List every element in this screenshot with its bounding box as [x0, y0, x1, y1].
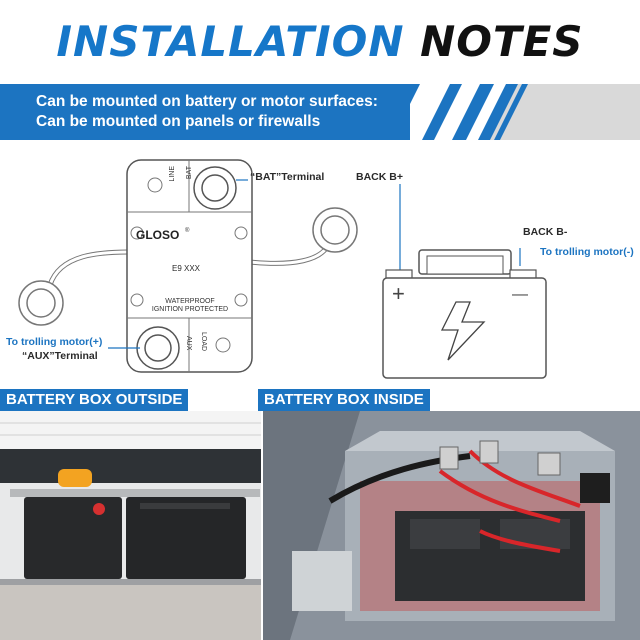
- banner-line-2: Can be mounted on panels or firewalls: [36, 113, 321, 130]
- registered-mark: ®: [185, 228, 190, 234]
- ring-terminal-left: [18, 280, 64, 326]
- banner-stripes-decoration: [410, 84, 640, 140]
- breaker-brand: GLOSO: [136, 228, 180, 242]
- breaker-label-aux: AUX: [185, 336, 192, 351]
- battery-box-outside-photo: [0, 411, 262, 640]
- battery-drawing: [382, 249, 547, 379]
- breaker-label-line: LINE: [169, 166, 176, 182]
- breaker-label-load: LOAD: [200, 332, 207, 352]
- banner-line-1: Can be mounted on battery or motor surfa…: [36, 93, 378, 110]
- breaker-model: E9 XXX: [172, 264, 201, 273]
- battery-box-inside-photo: [262, 411, 640, 640]
- label-battery-box-outside: BATTERY BOX OUTSIDE: [0, 389, 189, 411]
- diagram-graphics: [18, 159, 547, 379]
- breaker-rating-1: WATERPROOF: [165, 298, 215, 305]
- battery-minus-sign: —: [512, 286, 528, 303]
- battery-plus-sign: +: [392, 281, 405, 306]
- label-battery-box-inside: BATTERY BOX INSIDE: [258, 389, 430, 411]
- label-bat-terminal: “BAT”Terminal: [250, 171, 325, 183]
- breaker-rating-2: IGNITION PROTECTED: [151, 306, 229, 313]
- label-to-trolling-positive: To trolling motor(+): [6, 336, 103, 348]
- breaker-label-bat: BAT: [186, 166, 193, 180]
- circuit-breaker: [126, 159, 253, 373]
- battery-box-photos: [0, 411, 640, 640]
- title-word-notes: NOTES: [420, 17, 584, 66]
- label-back-b-plus: BACK B+: [356, 171, 403, 183]
- label-back-b-minus: BACK B-: [523, 226, 568, 238]
- title-word-installation: INSTALLATION: [56, 17, 405, 66]
- ring-terminal-right: [312, 207, 358, 253]
- label-aux-terminal: “AUX”Terminal: [22, 350, 98, 362]
- wiring-diagram: GLOSO ® E9 XXX WATERPROOF IGNITION PROTE…: [0, 140, 640, 385]
- label-to-trolling-negative: To trolling motor(-): [540, 246, 634, 258]
- notes-banner: Can be mounted on battery or motor surfa…: [0, 84, 640, 140]
- page-title: INSTALLATION NOTES: [0, 14, 640, 70]
